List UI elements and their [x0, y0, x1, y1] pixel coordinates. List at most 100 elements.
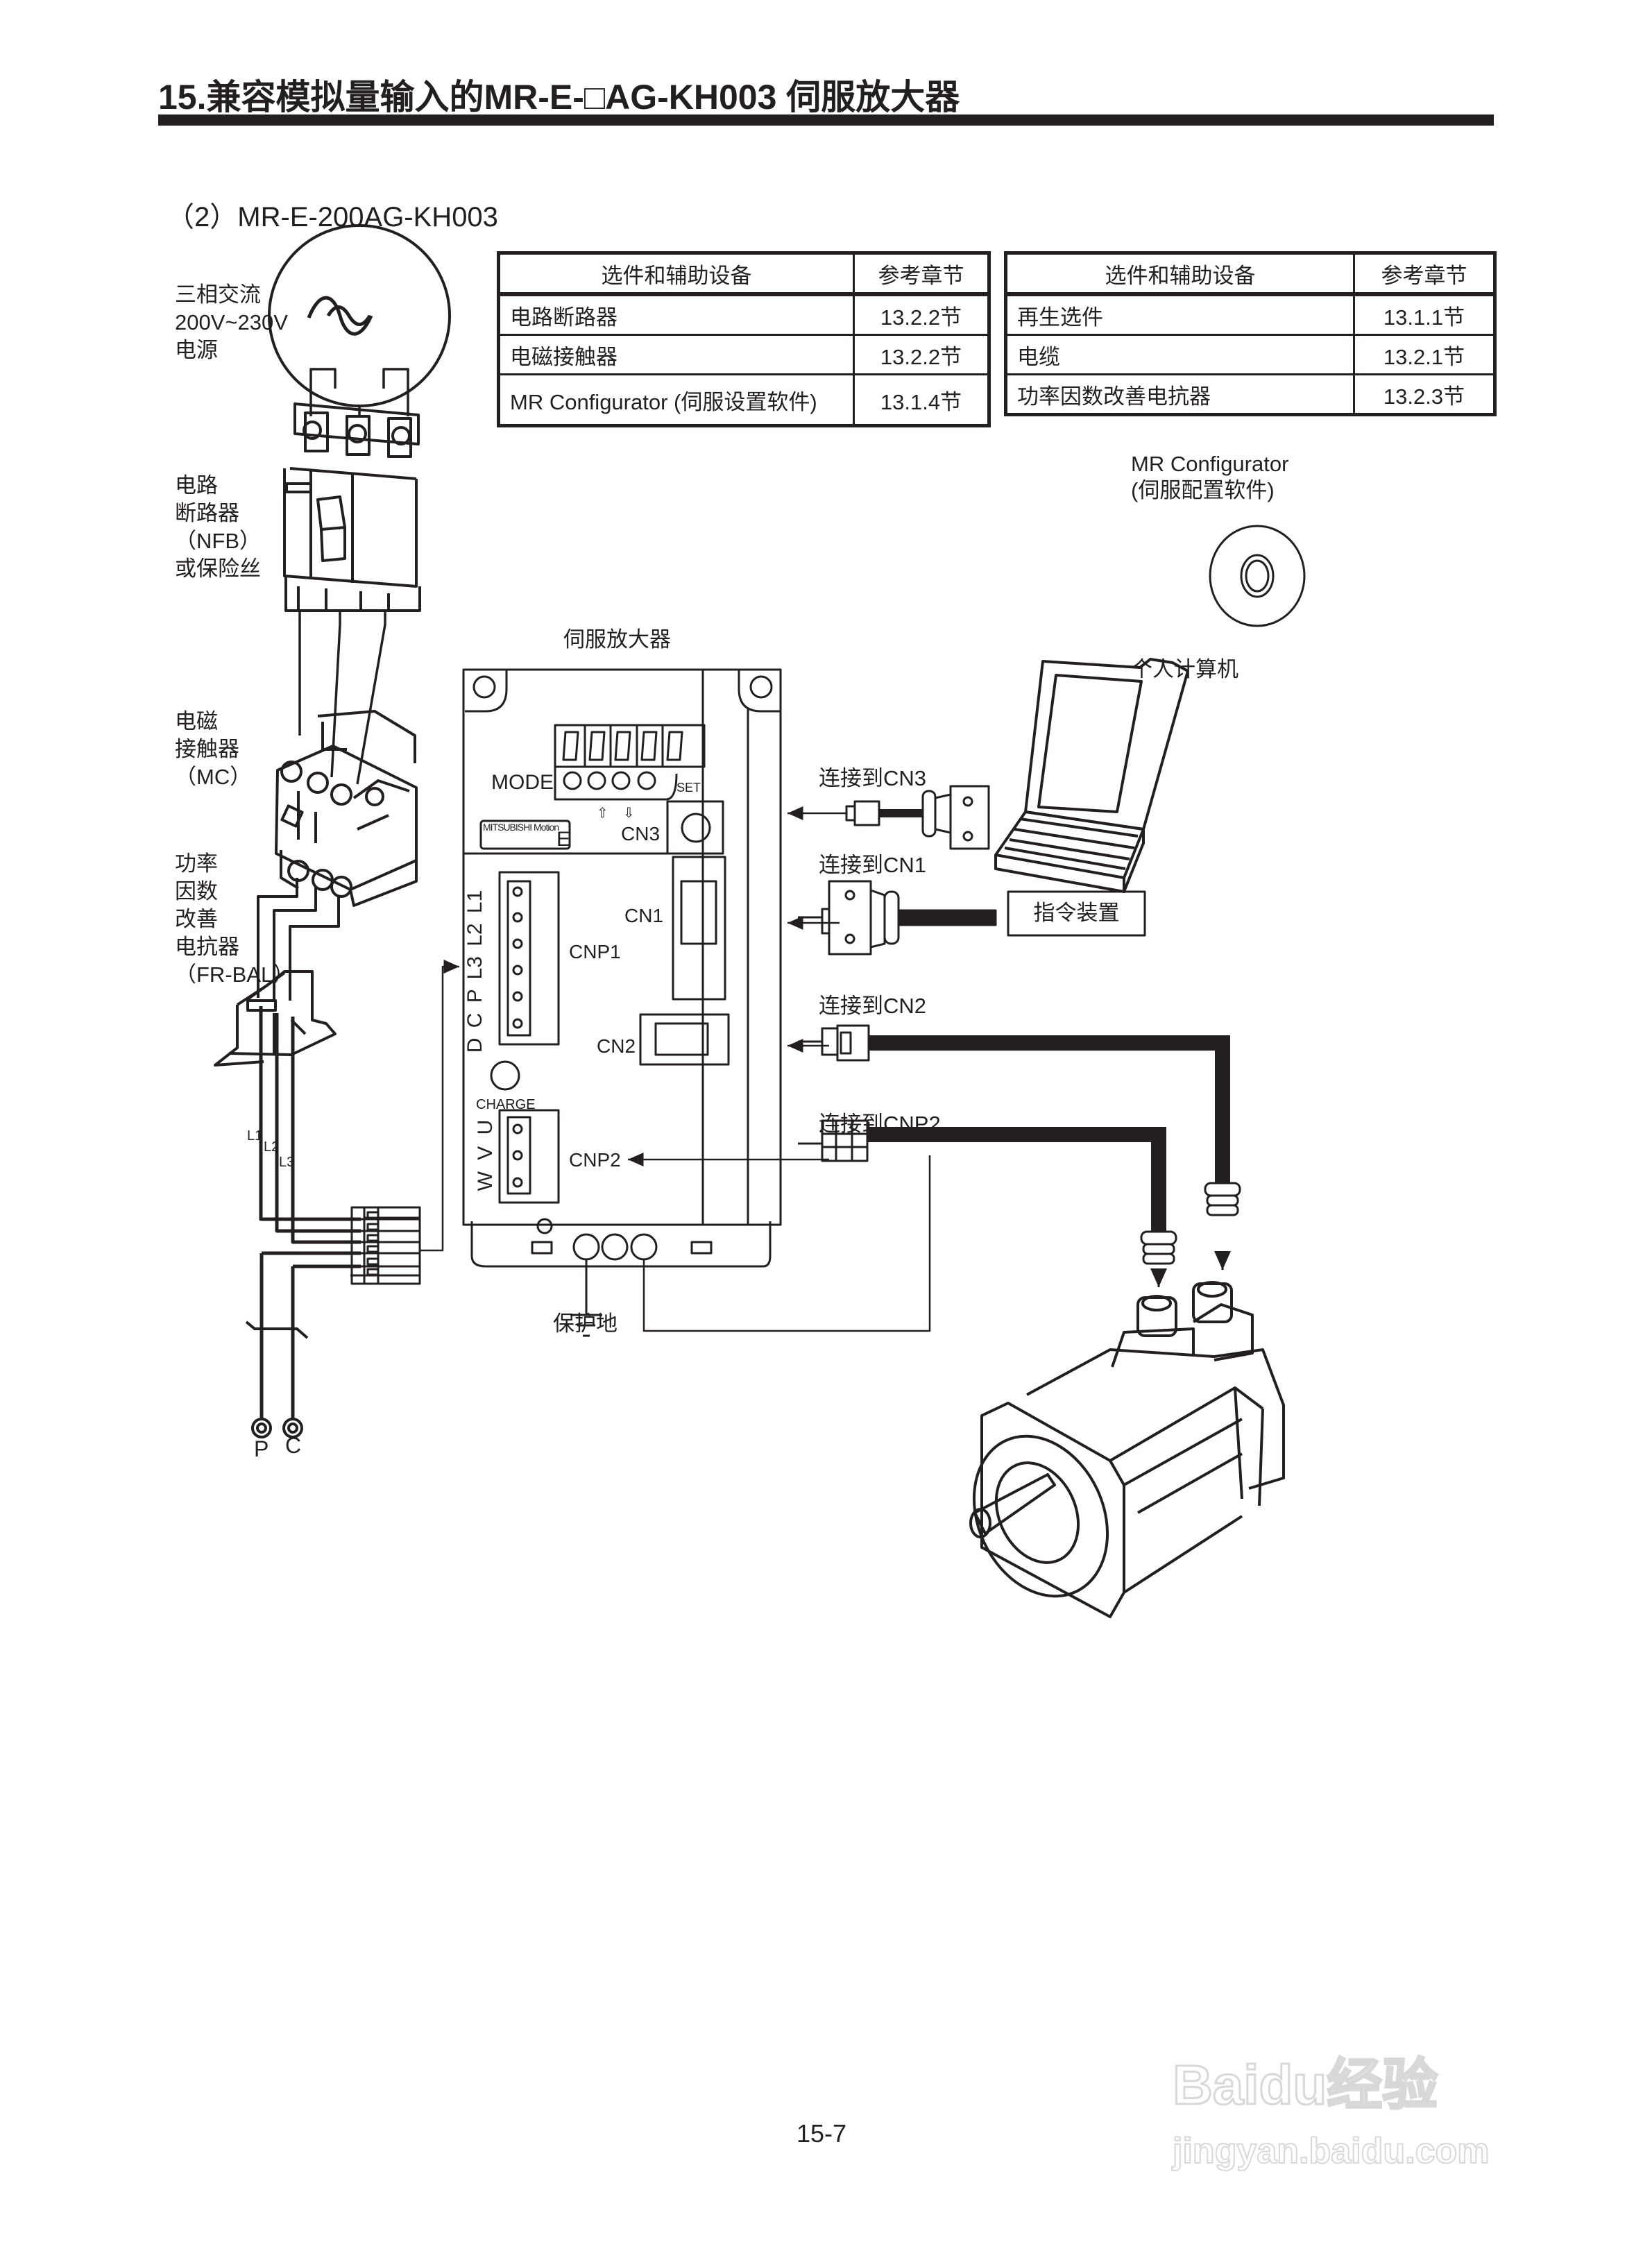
series-label: E — [556, 828, 571, 851]
watermark-logo: Baidu经验 — [1171, 2053, 1438, 2117]
reference-section: 13.1.1节 — [1353, 293, 1496, 336]
table-row: MR Configurator (伺服设置软件) 13.1.4节 — [497, 373, 990, 427]
label-line: 电路 — [175, 473, 218, 498]
label-line: （NFB） — [175, 529, 261, 553]
label-line: 因数 — [175, 879, 218, 903]
label-line: 或保险丝 — [175, 557, 261, 581]
reference-section: 13.2.3节 — [1353, 373, 1496, 416]
label-line: 电磁 — [175, 709, 218, 733]
label-line: 断路器 — [175, 501, 239, 525]
mode-label: MODE — [491, 771, 554, 794]
encoder-cable-plug-icon — [1204, 1182, 1241, 1270]
table-row: 功率因数改善电抗器 13.2.3节 — [1005, 373, 1496, 416]
set-label: SET — [676, 781, 701, 795]
cnp2-label: CNP2 — [569, 1149, 621, 1171]
cn1-cable-icon — [798, 880, 997, 956]
column-header-section: 参考章节 — [853, 252, 990, 296]
page-title: 15.兼容模拟量输入的MR-E-□AG-KH003 伺服放大器 — [158, 78, 960, 117]
command-device-label: 指令装置 — [1033, 901, 1120, 925]
cnp2-pin-labels: W V U — [474, 1119, 497, 1191]
option-item: MR Configurator (伺服设置软件) — [497, 373, 855, 427]
title-underline-bar — [158, 114, 1494, 126]
cn3-cable-icon — [845, 785, 990, 850]
contactor-label: 电磁 接触器 （MC） — [175, 708, 251, 791]
reactor-output-wires — [259, 1006, 361, 1419]
option-item: 电磁接触器 — [497, 334, 855, 375]
brand-label: MITSUBISHI Motion — [483, 822, 559, 833]
label-line: 改善 — [175, 907, 218, 931]
label-line: 电抗器 — [175, 935, 239, 959]
cn2-cable-icon — [798, 1024, 1230, 1183]
label-line: 接触器 — [175, 737, 239, 761]
line-label-l1: L1 — [247, 1128, 263, 1144]
power-source-label: 三相交流 200V~230V 电源 — [175, 281, 288, 364]
breaker-to-contactor-wires — [298, 611, 386, 785]
reference-section: 13.2.1节 — [1353, 334, 1496, 375]
label-line: 功率 — [175, 851, 218, 876]
label-line: 200V~230V — [175, 310, 288, 334]
cnp1-connection-line — [420, 960, 459, 1252]
table-header-row: 选件和辅助设备 参考章节 — [1005, 252, 1496, 296]
line-label-l2: L2 — [264, 1139, 280, 1155]
motor-ground-line — [642, 1155, 931, 1332]
charge-label: CHARGE — [476, 1097, 536, 1112]
power-factor-reactor-icon — [214, 970, 337, 1067]
label-line: （FR-BAL） — [175, 962, 295, 987]
section-subtitle: （2）MR-E-200AG-KH003 — [167, 202, 498, 232]
protective-ground-icon — [570, 1259, 602, 1337]
ac-power-source-icon — [268, 224, 451, 407]
command-device-box — [1007, 890, 1146, 937]
connect-cn2-label: 连接到CN2 — [819, 994, 927, 1018]
cn1-label: CN1 — [624, 905, 664, 926]
power-cable-plug-icon — [1140, 1230, 1177, 1287]
cn3-label: CN3 — [621, 823, 661, 844]
cnp1-label: CNP1 — [569, 941, 621, 962]
servo-amplifier-label: 伺服放大器 — [563, 627, 671, 652]
option-item: 电缆 — [1005, 334, 1355, 375]
reference-section: 13.2.2节 — [853, 293, 990, 336]
terminal-p-icon — [251, 1418, 272, 1438]
label-line: 电源 — [175, 338, 218, 362]
servo-motor-icon — [969, 1281, 1285, 1618]
connect-cnp2-label: 连接到CNP2 — [819, 1112, 941, 1136]
software-label: MR Configurator (伺服配置软件) — [1131, 451, 1288, 504]
reference-section: 13.1.4节 — [853, 373, 990, 427]
watermark-url: jingyan.baidu.com — [1172, 2130, 1490, 2172]
connect-cn3-label: 连接到CN3 — [819, 766, 927, 790]
cn2-label: CN2 — [597, 1035, 636, 1057]
column-header-item: 选件和辅助设备 — [497, 252, 855, 296]
option-item: 电路断路器 — [497, 293, 855, 336]
label-line: 三相交流 — [175, 282, 261, 307]
column-header-section: 参考章节 — [1353, 252, 1496, 296]
software-cd-icon — [1209, 525, 1306, 627]
contactor-to-reactor-wires — [257, 878, 340, 1001]
up-arrow-icon: ⇧ — [597, 806, 608, 821]
option-item: 功率因数改善电抗器 — [1005, 373, 1355, 416]
table-row: 电磁接触器 13.2.2节 — [497, 334, 990, 375]
supply-wires — [309, 368, 409, 416]
reactor-label: 功率 因数 改善 电抗器 （FR-BAL） — [175, 850, 294, 989]
label-line: （MC） — [175, 765, 252, 789]
table-row: 电路断路器 13.2.2节 — [497, 293, 990, 336]
terminal-c-icon — [282, 1418, 303, 1438]
table-row: 再生选件 13.1.1节 — [1005, 293, 1496, 336]
column-header-item: 选件和辅助设备 — [1005, 252, 1355, 296]
laptop-computer-icon — [994, 658, 1189, 893]
circuit-breaker-label: 电路 断路器 （NFB） 或保险丝 — [175, 472, 261, 583]
cnp2-cable-icon — [798, 1119, 1166, 1232]
circuit-breaker-icon — [283, 402, 421, 612]
terminal-p-label: P — [254, 1436, 269, 1461]
line-label-l3: L3 — [279, 1155, 295, 1170]
options-table-left: 选件和辅助设备 参考章节 电路断路器 13.2.2节 电磁接触器 13.2.2节… — [497, 251, 991, 427]
page-number: 15-7 — [797, 2119, 847, 2148]
protective-ground-label: 保护地 — [553, 1311, 618, 1336]
label-line: (伺服配置软件) — [1131, 478, 1275, 502]
down-arrow-icon: ⇩ — [623, 806, 635, 821]
cnp1-pin-labels: D C P L3 L2 L1 — [463, 890, 486, 1053]
table-header-row: 选件和辅助设备 参考章节 — [497, 252, 990, 296]
connect-cn1-label: 连接到CN1 — [819, 853, 927, 877]
table-row: 电缆 13.2.1节 — [1005, 334, 1496, 375]
cnp1-plug-icon — [350, 1206, 421, 1285]
reference-section: 13.2.2节 — [853, 334, 990, 375]
